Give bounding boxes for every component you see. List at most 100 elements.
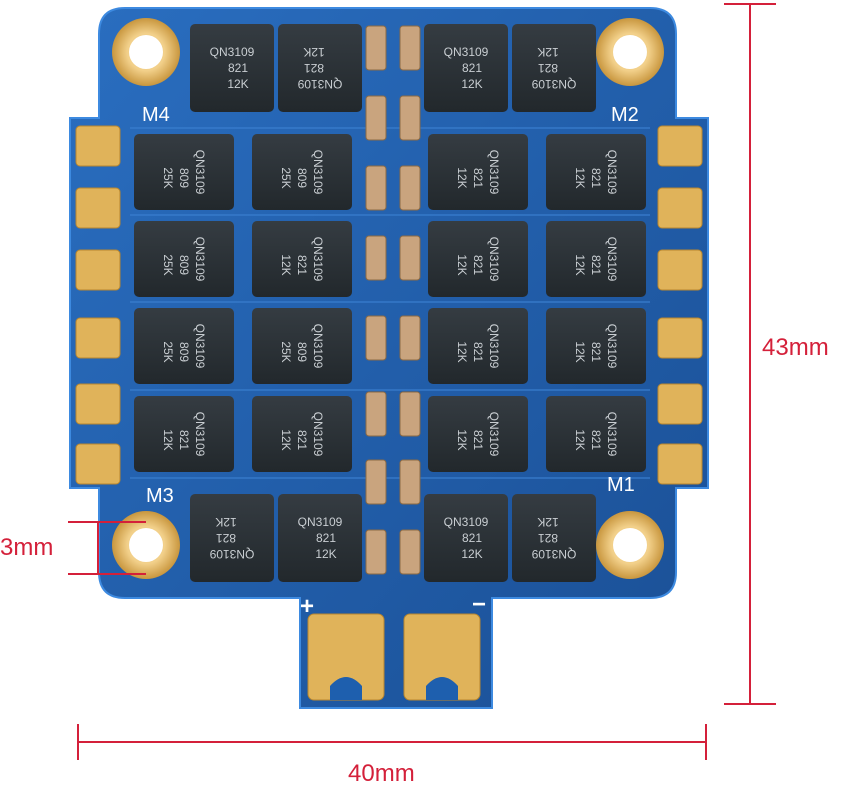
chip-marking: 821 [462,61,482,75]
chip-marking: 12K [455,341,469,362]
chip-marking: QN3109 [193,237,207,282]
chip-marking: 821 [589,255,603,275]
mounting-hole-bottom-right [596,511,664,579]
chip-marking: 809 [295,342,309,362]
mosfet-r2-c2: QN3109 821 12K [252,221,352,297]
chip-marking: QN3109 [311,237,325,282]
motor-label-m3: M3 [146,485,174,507]
mosfet-r4-c1: QN3109 821 12K [134,396,234,472]
chip-marking: QN3109 [531,77,576,91]
chip-marking: 821 [589,342,603,362]
mosfet-top-2: QN3109 821 12K [278,24,362,112]
chip-marking: QN3109 [531,547,576,561]
mosfet-r1-c2: QN3109 809 25K [252,134,352,210]
chip-marking: QN3109 [487,237,501,282]
chip-marking: 12K [455,254,469,275]
dimension-hole-label: 3mm [0,534,54,561]
battery-pad-positive [307,613,385,701]
chip-marking: QN3109 [193,150,207,195]
mosfet-bottom-4: QN3109 821 12K [512,494,596,582]
mounting-hole-top-right [596,18,664,86]
dimension-width-line [77,724,707,760]
chip-marking: 12K [455,429,469,450]
chip-marking: 821 [462,531,482,545]
mosfet-r2-c4: QN3109 821 12K [546,221,646,297]
chip-marking: QN3109 [487,324,501,369]
mosfet-r3-c1: QN3109 809 25K [134,308,234,384]
chip-marking: QN3109 [605,324,619,369]
mosfet-r4-c2: QN3109 821 12K [252,396,352,472]
mosfet-r2-c3: QN3109 821 12K [428,221,528,297]
chip-marking: 821 [471,342,485,362]
mosfet-r3-c3: QN3109 821 12K [428,308,528,384]
capacitor-column [365,25,421,575]
chip-marking: QN3109 [444,45,489,59]
mosfet-r3-c4: QN3109 821 12K [546,308,646,384]
chip-marking: 12K [303,45,324,59]
chip-marking: QN3109 [444,515,489,529]
chip-marking: 12K [455,167,469,188]
mosfet-bottom-1: QN3109 821 12K [190,494,274,582]
chip-marking: QN3109 [210,45,255,59]
chip-marking: 12K [573,254,587,275]
chip-marking: 12K [537,515,558,529]
motor-pads-right [657,125,703,485]
chip-marking: 12K [461,77,482,91]
mounting-hole-top-left [112,18,180,86]
chip-marking: 821 [228,61,248,75]
chip-marking: 809 [177,255,191,275]
chip-marking: QN3109 [193,412,207,457]
dimension-height-line [724,3,776,705]
mosfet-r2-c1: QN3109 809 25K [134,221,234,297]
chip-marking: 821 [538,531,558,545]
chip-marking: 809 [295,168,309,188]
mosfet-r4-c4: QN3109 821 12K [546,396,646,472]
power-minus-label: − [472,591,486,618]
chip-marking: 12K [461,547,482,561]
chip-marking: 821 [589,168,603,188]
chip-marking: 12K [279,429,293,450]
mosfet-top-4: QN3109 821 12K [512,24,596,112]
chip-marking: 821 [295,255,309,275]
chip-marking: 821 [471,430,485,450]
chip-marking: 12K [227,77,248,91]
motor-pads-left [75,125,121,485]
chip-marking: QN3109 [311,324,325,369]
mosfet-r1-c1: QN3109 809 25K [134,134,234,210]
chip-marking: 821 [177,430,191,450]
chip-marking: 821 [471,255,485,275]
chip-marking: 821 [216,531,236,545]
mosfet-r1-c3: QN3109 821 12K [428,134,528,210]
chip-marking: 12K [537,45,558,59]
chip-marking: QN3109 [297,77,342,91]
chip-marking: QN3109 [605,150,619,195]
chip-marking: 809 [177,168,191,188]
chip-marking: 25K [279,341,293,362]
mosfet-top-3: QN3109 821 12K [424,24,508,112]
power-plus-label: + [300,593,314,620]
chip-marking: QN3109 [605,237,619,282]
chip-marking: 821 [589,430,603,450]
mosfet-r3-c2: QN3109 809 25K [252,308,352,384]
chip-marking: QN3109 [311,150,325,195]
chip-marking: 12K [573,341,587,362]
chip-marking: QN3109 [487,150,501,195]
chip-marking: 12K [315,547,336,561]
chip-marking: 25K [161,341,175,362]
mounting-hole-bottom-left [112,511,180,579]
mosfet-top-1: QN3109 821 12K [190,24,274,112]
mosfet-r4-c3: QN3109 821 12K [428,396,528,472]
chip-marking: QN3109 [298,515,343,529]
mosfet-bottom-3: QN3109 821 12K [424,494,508,582]
chip-marking: QN3109 [311,412,325,457]
board-traces [130,127,650,479]
chip-marking: 25K [161,254,175,275]
chip-marking: 821 [471,168,485,188]
mosfet-bottom-2: QN3109 821 12K [278,494,362,582]
dimension-width-label: 40mm [348,760,415,787]
chip-marking: QN3109 [209,547,254,561]
motor-label-m1: M1 [607,474,635,496]
chip-marking: 821 [538,61,558,75]
battery-pad-negative [403,613,481,701]
dimension-height-label: 43mm [762,334,829,361]
